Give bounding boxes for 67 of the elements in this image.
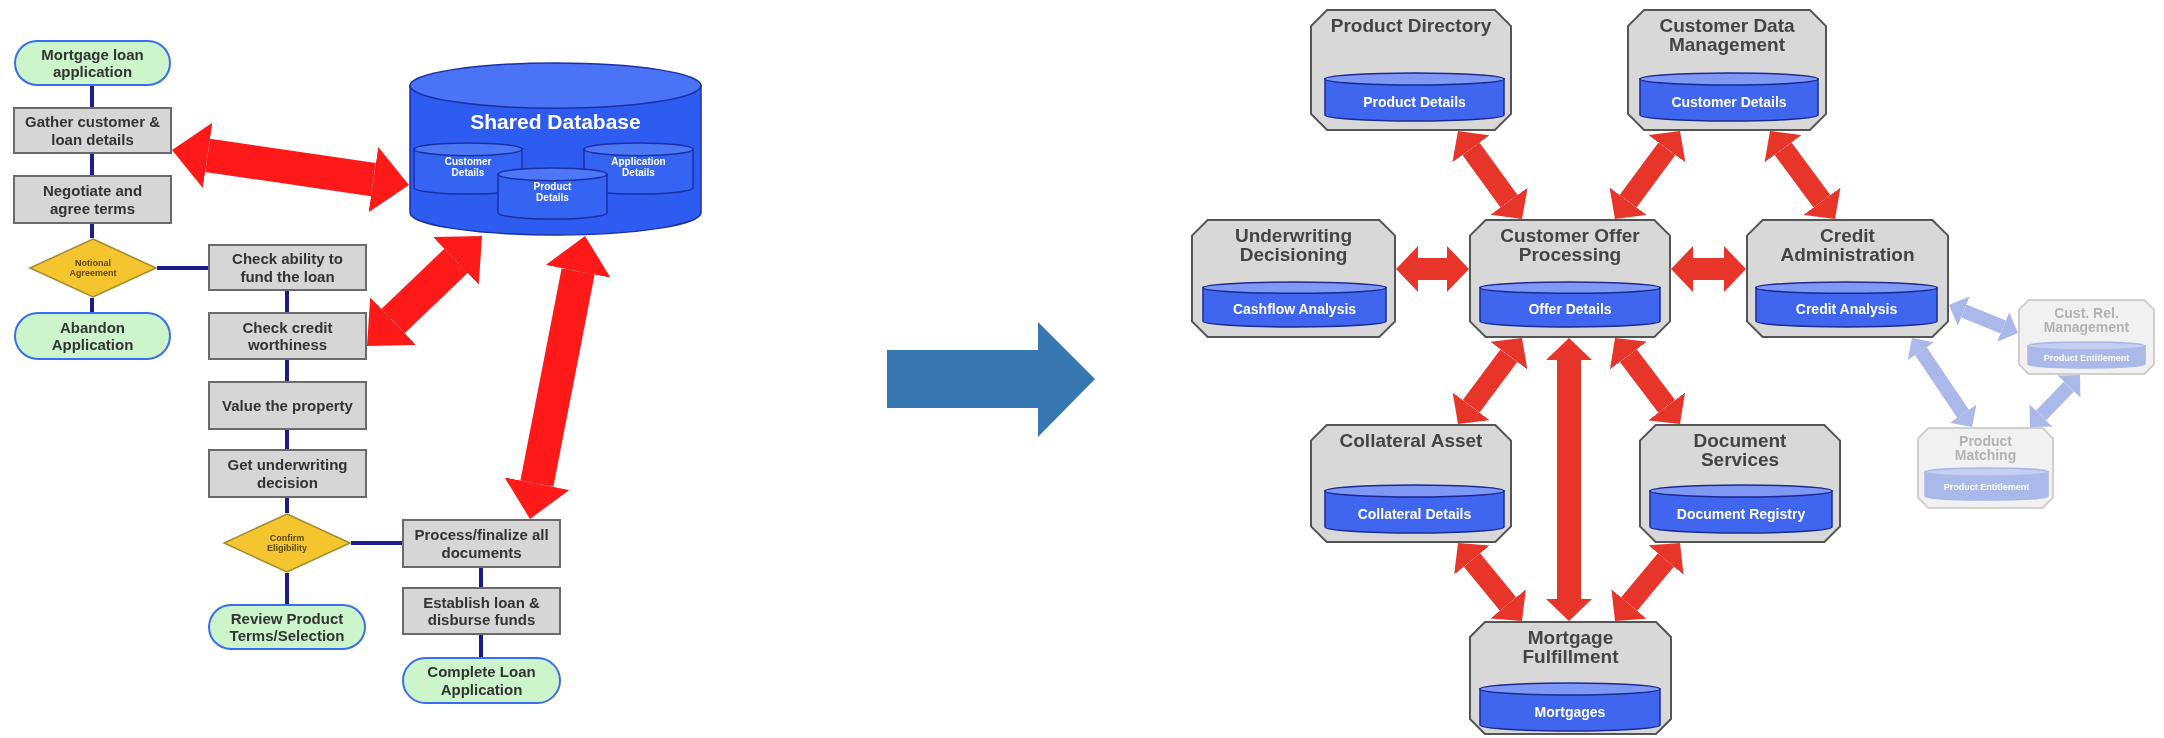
double-arrow	[1546, 338, 1592, 621]
box-title: Underwriting Decisioning	[1233, 226, 1354, 264]
process-box: Check ability to fund the loan	[208, 244, 367, 291]
box-title: Customer Offer Processing	[1499, 226, 1641, 264]
double-arrow	[1611, 543, 1684, 621]
process-box: Value the property	[208, 381, 367, 430]
decision-diamond: Confirm Eligibility	[223, 513, 351, 573]
system-box	[1310, 424, 1512, 543]
double-arrow	[172, 122, 409, 213]
double-arrow	[1609, 131, 1686, 219]
box-title: Collateral Asset	[1338, 431, 1484, 450]
double-arrow	[1949, 296, 2018, 342]
double-arrow	[367, 236, 482, 346]
terminal-pill: Mortgage loan application	[14, 40, 171, 86]
double-arrow	[1609, 338, 1686, 424]
connector-line	[285, 291, 289, 312]
connector-line	[90, 298, 94, 312]
system-box	[1746, 219, 1949, 338]
decision-diamond: Notional Agreement	[29, 238, 157, 298]
connector-line	[157, 266, 208, 270]
process-box: Negotiate and agree terms	[13, 175, 172, 224]
process-box: Get underwriting decision	[208, 449, 367, 498]
box-title: Product Matching	[1953, 434, 2018, 462]
connector-line	[90, 224, 94, 238]
terminal-pill: Review Product Terms/Selection	[208, 604, 366, 650]
double-arrow	[1452, 338, 1528, 424]
system-box	[1310, 9, 1512, 131]
double-arrow	[1452, 131, 1528, 219]
connector-line	[479, 635, 483, 657]
database-title: Shared Database	[469, 110, 642, 132]
double-arrow	[1671, 246, 1746, 292]
process-box: Process/finalize all documents	[402, 519, 561, 568]
connector-line	[351, 541, 402, 545]
system-box	[1469, 621, 1672, 735]
process-box: Gather customer & loan details	[13, 107, 172, 154]
box-title: Document Services	[1692, 431, 1788, 469]
process-box: Check credit worthiness	[208, 312, 367, 360]
connector-line	[285, 573, 289, 604]
system-box	[1639, 424, 1841, 543]
double-arrow	[1396, 246, 1469, 292]
box-title: Product Directory	[1329, 16, 1493, 35]
double-arrow	[1907, 338, 1977, 427]
connector-line	[90, 86, 94, 107]
double-arrow	[2029, 375, 2081, 427]
database-cylinder	[409, 62, 702, 236]
box-title: Mortgage Fulfillment	[1521, 628, 1620, 666]
double-arrow	[1454, 543, 1526, 621]
database-cylinder: Product Entitlement	[2027, 341, 2146, 369]
double-arrow	[1764, 131, 1841, 219]
connector-line	[90, 154, 94, 175]
system-box	[2018, 299, 2155, 375]
system-box	[1191, 219, 1396, 338]
box-title: Cust. Rel. Management	[2042, 306, 2131, 334]
system-box	[1917, 427, 2054, 509]
double-arrow	[504, 236, 611, 519]
terminal-pill: Abandon Application	[14, 312, 171, 360]
connector-line	[285, 360, 289, 381]
database-cylinder: Product Entitlement	[1924, 467, 2049, 501]
system-box	[1627, 9, 1827, 131]
box-title: Customer Data Management	[1658, 16, 1796, 54]
process-box: Establish loan & disburse funds	[402, 587, 561, 635]
box-title: Credit Administration	[1779, 226, 1916, 264]
system-box	[1469, 219, 1671, 338]
terminal-pill: Complete Loan Application	[402, 657, 561, 704]
connector-line	[479, 568, 483, 587]
connector-line	[285, 430, 289, 449]
connector-line	[285, 498, 289, 513]
